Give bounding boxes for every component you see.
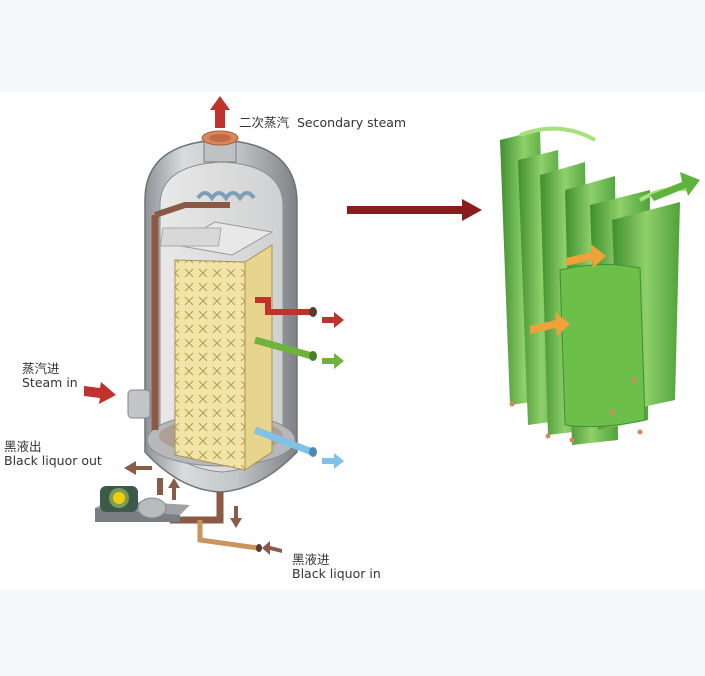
steam-inlet-nozzle <box>127 389 151 419</box>
green-outlet-arrow <box>322 353 344 369</box>
plate-bank <box>174 259 246 471</box>
steam-in-cn: 蒸汽进 <box>22 361 60 376</box>
red-outlet-arrow <box>322 312 344 328</box>
circulation-pump <box>95 486 190 522</box>
black-liquor-out-cn: 黑液出 <box>4 439 42 454</box>
secondary-steam-cn: 二次蒸汽 <box>239 115 290 130</box>
black-liquor-in-arrow <box>262 541 282 555</box>
vapor-flow-arrow <box>650 172 700 201</box>
black-liquor-out-arrow <box>124 461 152 475</box>
steam-in-arrow <box>84 382 116 404</box>
plate-detail <box>500 126 700 445</box>
liquor-flow-arrow <box>566 244 606 268</box>
black-liquor-in-cn: 黑液进 <box>292 552 330 567</box>
secondary-steam-arrow <box>210 96 230 128</box>
steam-in-en: Steam in <box>22 375 78 390</box>
black-liquor-in-label: 黑液进 Black liquor in <box>292 553 381 581</box>
blue-outlet-arrow <box>322 453 344 469</box>
black-liquor-out-en: Black liquor out <box>4 453 102 468</box>
secondary-steam-label: 二次蒸汽 Secondary steam <box>239 116 406 130</box>
detail-arrow <box>347 199 482 221</box>
secondary-steam-en: Secondary steam <box>297 115 407 130</box>
black-liquor-out-label: 黑液出 Black liquor out <box>4 440 102 468</box>
steam-in-label: 蒸汽进 Steam in <box>22 362 78 390</box>
black-liquor-in-en: Black liquor in <box>292 566 381 581</box>
coil <box>196 191 256 202</box>
